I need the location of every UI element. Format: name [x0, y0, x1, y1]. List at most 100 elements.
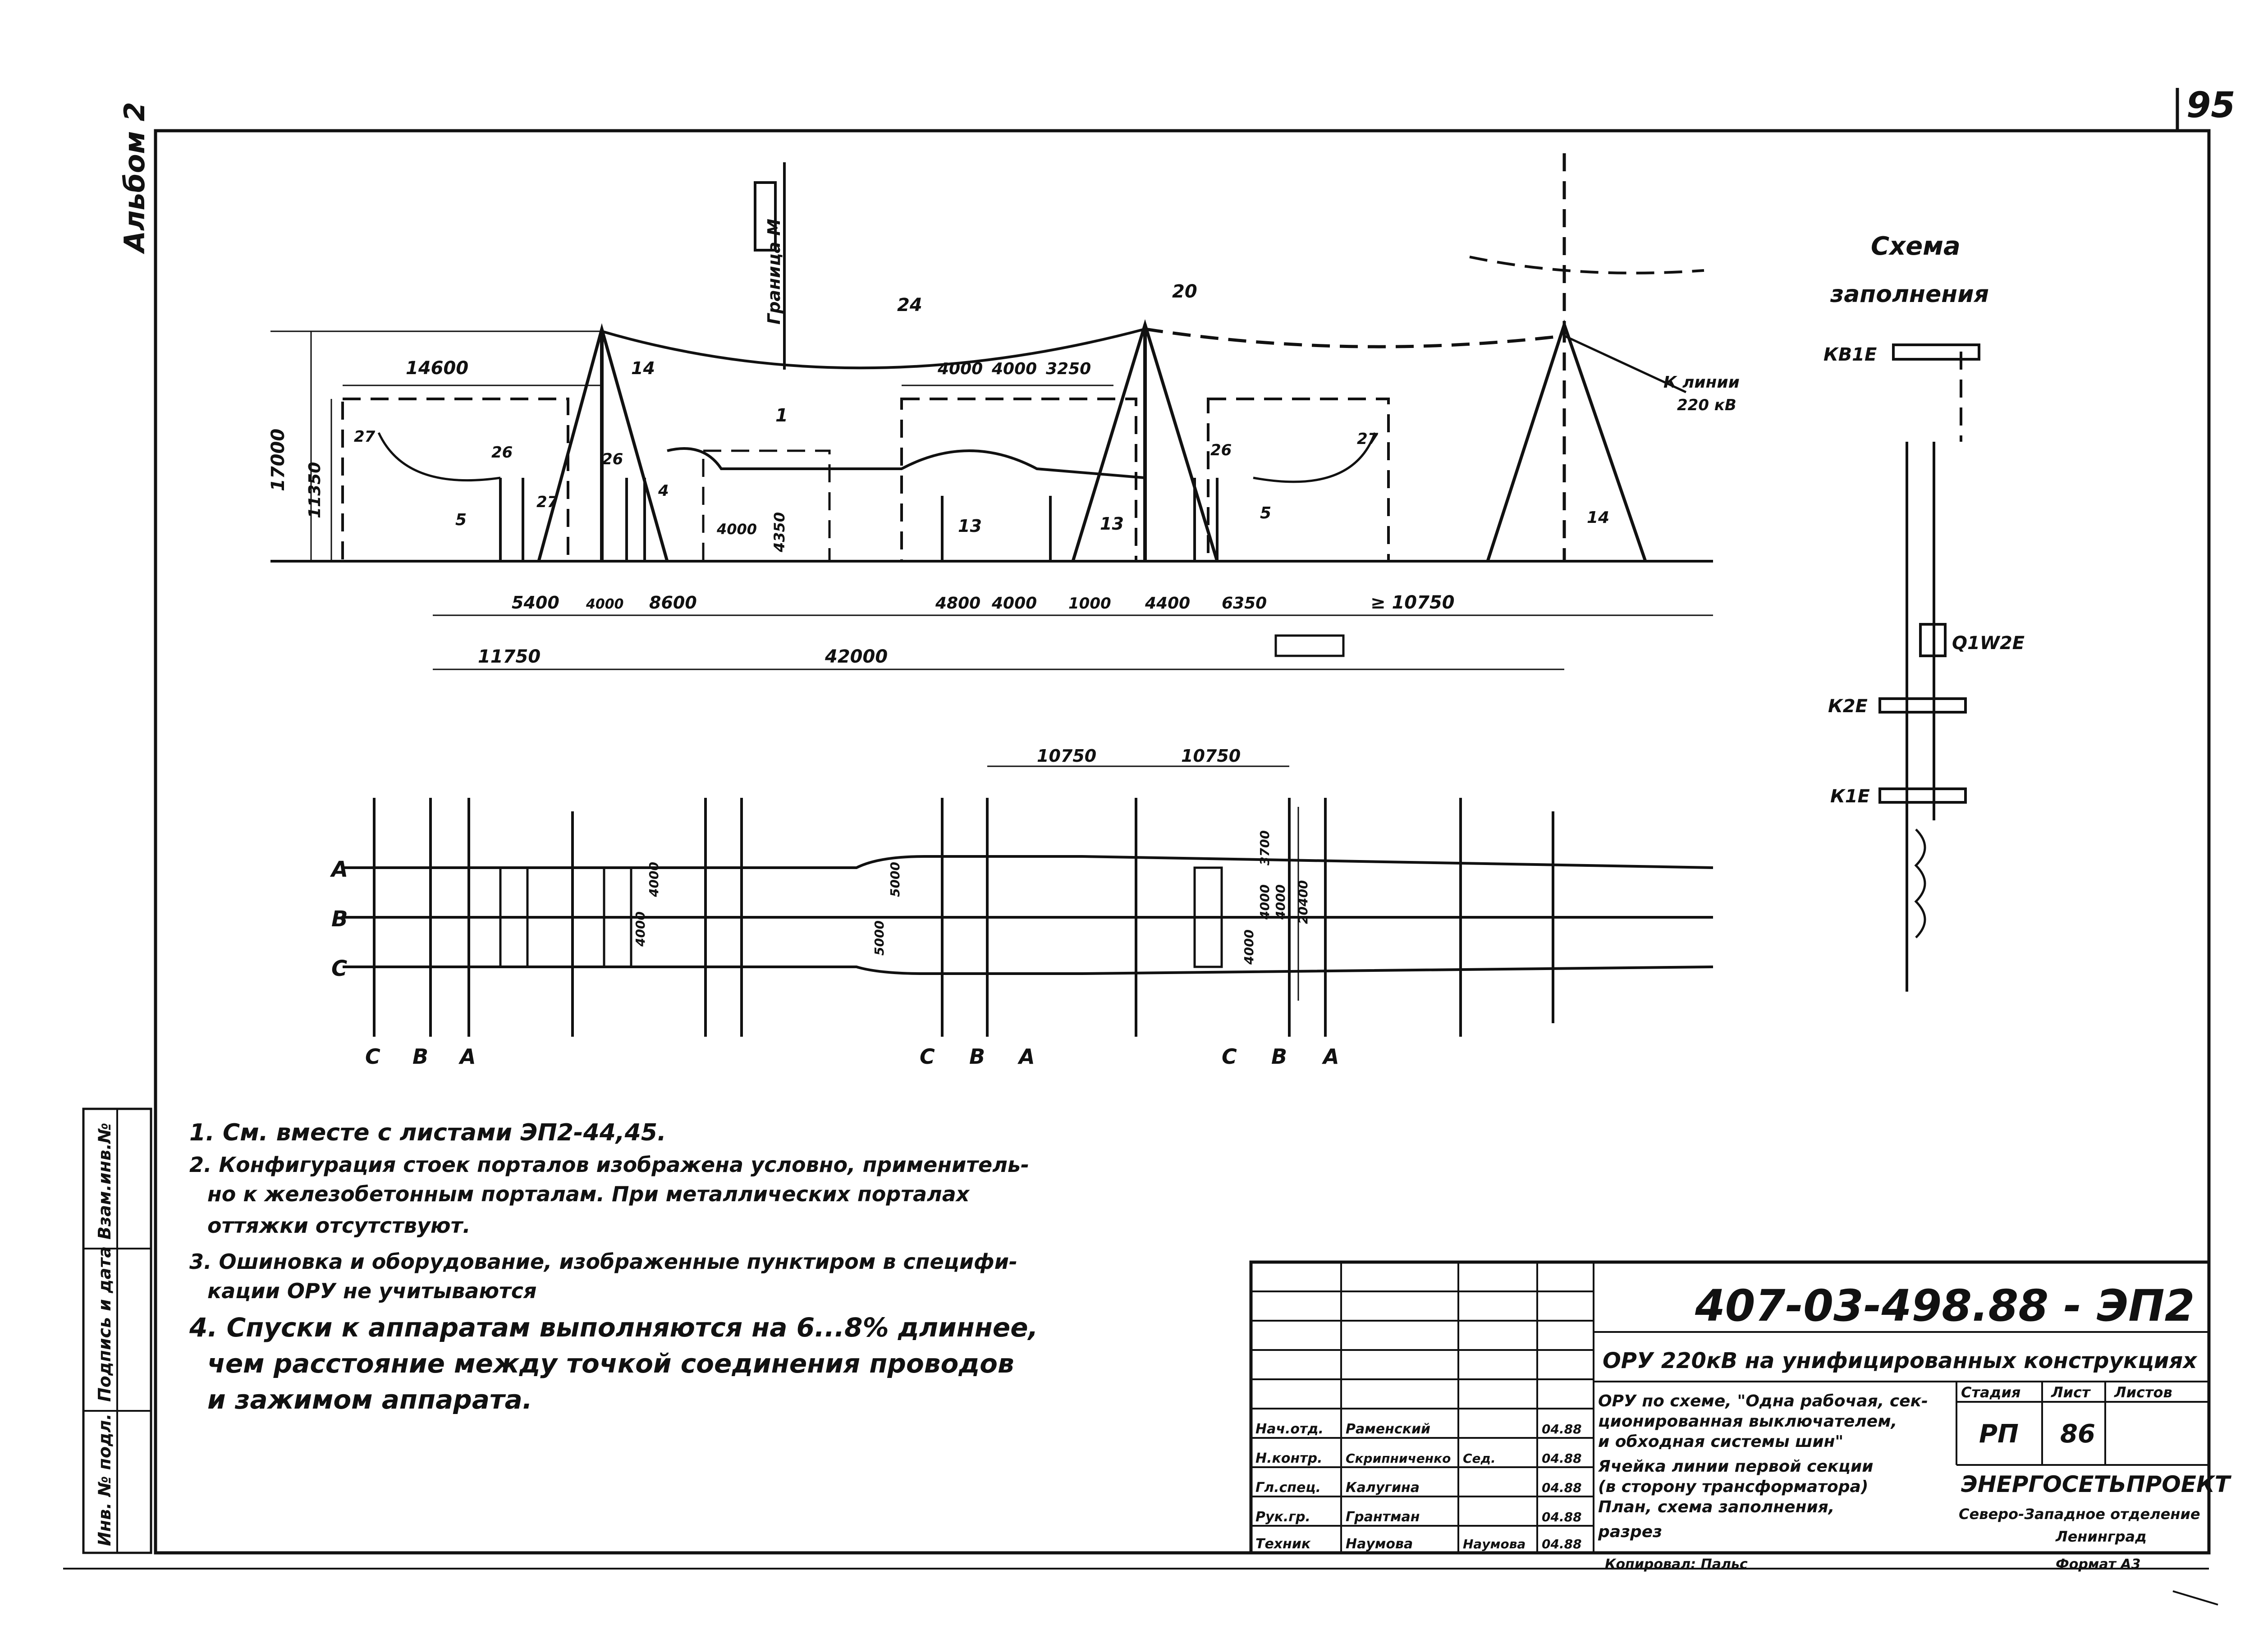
- format-note: Формат А3: [2056, 1556, 2141, 1572]
- org-branch: Северо-Западное отделение: [1959, 1506, 2200, 1523]
- line-label: К линии: [1663, 373, 1740, 392]
- copied-note: Копировал: Пальс: [1605, 1556, 1748, 1572]
- note-line: кации ОРУ не учитываются: [207, 1279, 537, 1303]
- left-margin: Альбом 2 Инв. № подл. Подпись и дата Вза…: [82, 102, 152, 1554]
- callout-13: 13: [958, 516, 982, 536]
- label-kv1e: КВ1Е: [1823, 344, 1877, 365]
- note-line: оттяжки отсутствуют.: [207, 1213, 471, 1238]
- description-line: Ячейка линии первой секции: [1598, 1457, 1873, 1476]
- callout-27: 27: [354, 428, 376, 446]
- elev-dim: 4000: [586, 596, 624, 612]
- name: Наумова: [1346, 1536, 1413, 1552]
- note-line: 2. Конфигурация стоек порталов изображен…: [189, 1153, 1029, 1177]
- note-line: 4. Спуски к аппаратам выполняются на 6..…: [189, 1312, 1038, 1343]
- date: 04.88: [1542, 1510, 1582, 1524]
- plan-dim: 4000: [1257, 884, 1272, 920]
- elev-dim: 4000: [991, 360, 1037, 378]
- scheme-title: Схема: [1871, 232, 1961, 261]
- role: Рук.гр.: [1255, 1509, 1310, 1525]
- description-line: ционированная выключателем,: [1598, 1412, 1897, 1431]
- callout-14: 14: [631, 358, 655, 378]
- plan-dim: 3700: [1257, 830, 1272, 865]
- label-k1e: К1Е: [1830, 786, 1870, 807]
- elev-dim: 5400: [512, 593, 559, 613]
- role: Нач.отд.: [1255, 1421, 1324, 1437]
- sheet-frame: [63, 88, 2218, 1606]
- callout-13: 13: [1100, 514, 1124, 534]
- elev-dim: 14600: [406, 358, 468, 379]
- phase-label-a: А: [330, 857, 348, 882]
- phase-label-bottom: С: [920, 1044, 935, 1069]
- phase-label-bottom: А: [1017, 1044, 1035, 1069]
- elev-dim: 4350: [771, 512, 788, 553]
- description-line: и обходная системы шин": [1598, 1432, 1843, 1451]
- elev-dim: 4400: [1145, 594, 1190, 613]
- scheme-title-2: заполнения: [1830, 281, 1989, 308]
- callout-5: 5: [455, 511, 467, 529]
- plan-dim: 20400: [1296, 880, 1310, 924]
- margin-replace-inv: Взам.инв.№: [95, 1123, 115, 1240]
- plan-dim: 10750: [1181, 746, 1241, 766]
- note-line: но к железобетонным порталам. При металл…: [207, 1182, 970, 1206]
- elev-dim: ≥ 10750: [1370, 592, 1455, 613]
- elev-dim: 6350: [1222, 594, 1267, 613]
- note-line: чем расстояние между точкой соединения п…: [207, 1348, 1014, 1379]
- stage-header: Лист: [2051, 1384, 2091, 1401]
- phase-label-bottom: А: [458, 1044, 476, 1069]
- doc-code: 407-03-498.88 - ЭП2: [1695, 1281, 2194, 1331]
- phase-label-b: В: [331, 906, 348, 932]
- callout-27: 27: [536, 493, 558, 511]
- callout-24: 24: [897, 295, 922, 316]
- plan-dim: 4000: [646, 862, 661, 897]
- elevation-view: Граница М 14600 4000 4000 3250 17000 113…: [268, 153, 1740, 670]
- elev-dim: 42000: [825, 646, 888, 667]
- callout-4: 4: [658, 482, 669, 500]
- stage-header: Стадия: [1961, 1384, 2020, 1401]
- phase-label-bottom: В: [1271, 1044, 1287, 1069]
- plan-dim: 4000: [633, 911, 648, 947]
- elev-dim: 4800: [935, 594, 980, 613]
- callout-20: 20: [1172, 281, 1197, 302]
- phase-label-bottom: С: [365, 1044, 380, 1069]
- line-label-kv: 220 кВ: [1677, 396, 1736, 414]
- name: Калугина: [1346, 1480, 1420, 1496]
- org-city: Ленинград: [2055, 1528, 2147, 1545]
- elev-dim: 11350: [306, 462, 324, 518]
- stage-header: Листов: [2114, 1384, 2172, 1401]
- callout-14: 14: [1587, 508, 1609, 527]
- phase-label-bottom: В: [969, 1044, 985, 1069]
- role: Гл.спец.: [1255, 1480, 1321, 1496]
- stage-value: РП: [1979, 1419, 2019, 1449]
- description-line: (в сторону трансформатора): [1598, 1478, 1868, 1496]
- description-line: разрез: [1598, 1523, 1662, 1541]
- callout-1: 1: [775, 405, 788, 426]
- note-line: 1. См. вместе с листами ЭП2-44,45.: [189, 1119, 666, 1146]
- callout-26: 26: [491, 444, 513, 462]
- date: 04.88: [1542, 1537, 1582, 1551]
- elev-dim: 4000: [937, 360, 983, 378]
- callout-26: 26: [1210, 441, 1232, 459]
- plan-dim: 4000: [1273, 884, 1288, 920]
- page-number: 95: [2186, 85, 2236, 126]
- elev-dim: 4000: [716, 521, 757, 538]
- signature: Сед.: [1463, 1451, 1496, 1466]
- description-line: ОРУ по схеме, "Одна рабочая, сек-: [1598, 1392, 1928, 1410]
- elev-dim: 17000: [268, 429, 289, 491]
- name: Грантман: [1346, 1509, 1420, 1525]
- callout-27: 27: [1357, 430, 1379, 448]
- phase-label-bottom: А: [1322, 1044, 1339, 1069]
- margin-inv-no: Инв. № подл.: [95, 1414, 115, 1546]
- name: Раменский: [1346, 1421, 1430, 1437]
- boundary-label: Граница М: [764, 219, 784, 325]
- elev-dim: 4000: [991, 594, 1037, 613]
- note-line: и зажимом аппарата.: [207, 1384, 532, 1415]
- phase-label-bottom: В: [412, 1044, 428, 1069]
- role: Техник: [1255, 1536, 1311, 1552]
- project-title: ОРУ 220кВ на унифицированных конструкция…: [1603, 1348, 2198, 1373]
- elev-dim: 3250: [1046, 360, 1091, 378]
- note-line: 3. Ошиновка и оборудование, изображенные…: [189, 1249, 1017, 1274]
- date: 04.88: [1542, 1451, 1582, 1466]
- label-q1w2e: Q1W2E: [1952, 633, 2025, 654]
- org-name: ЭНЕРГОСЕТЬПРОЕКТ: [1961, 1471, 2232, 1497]
